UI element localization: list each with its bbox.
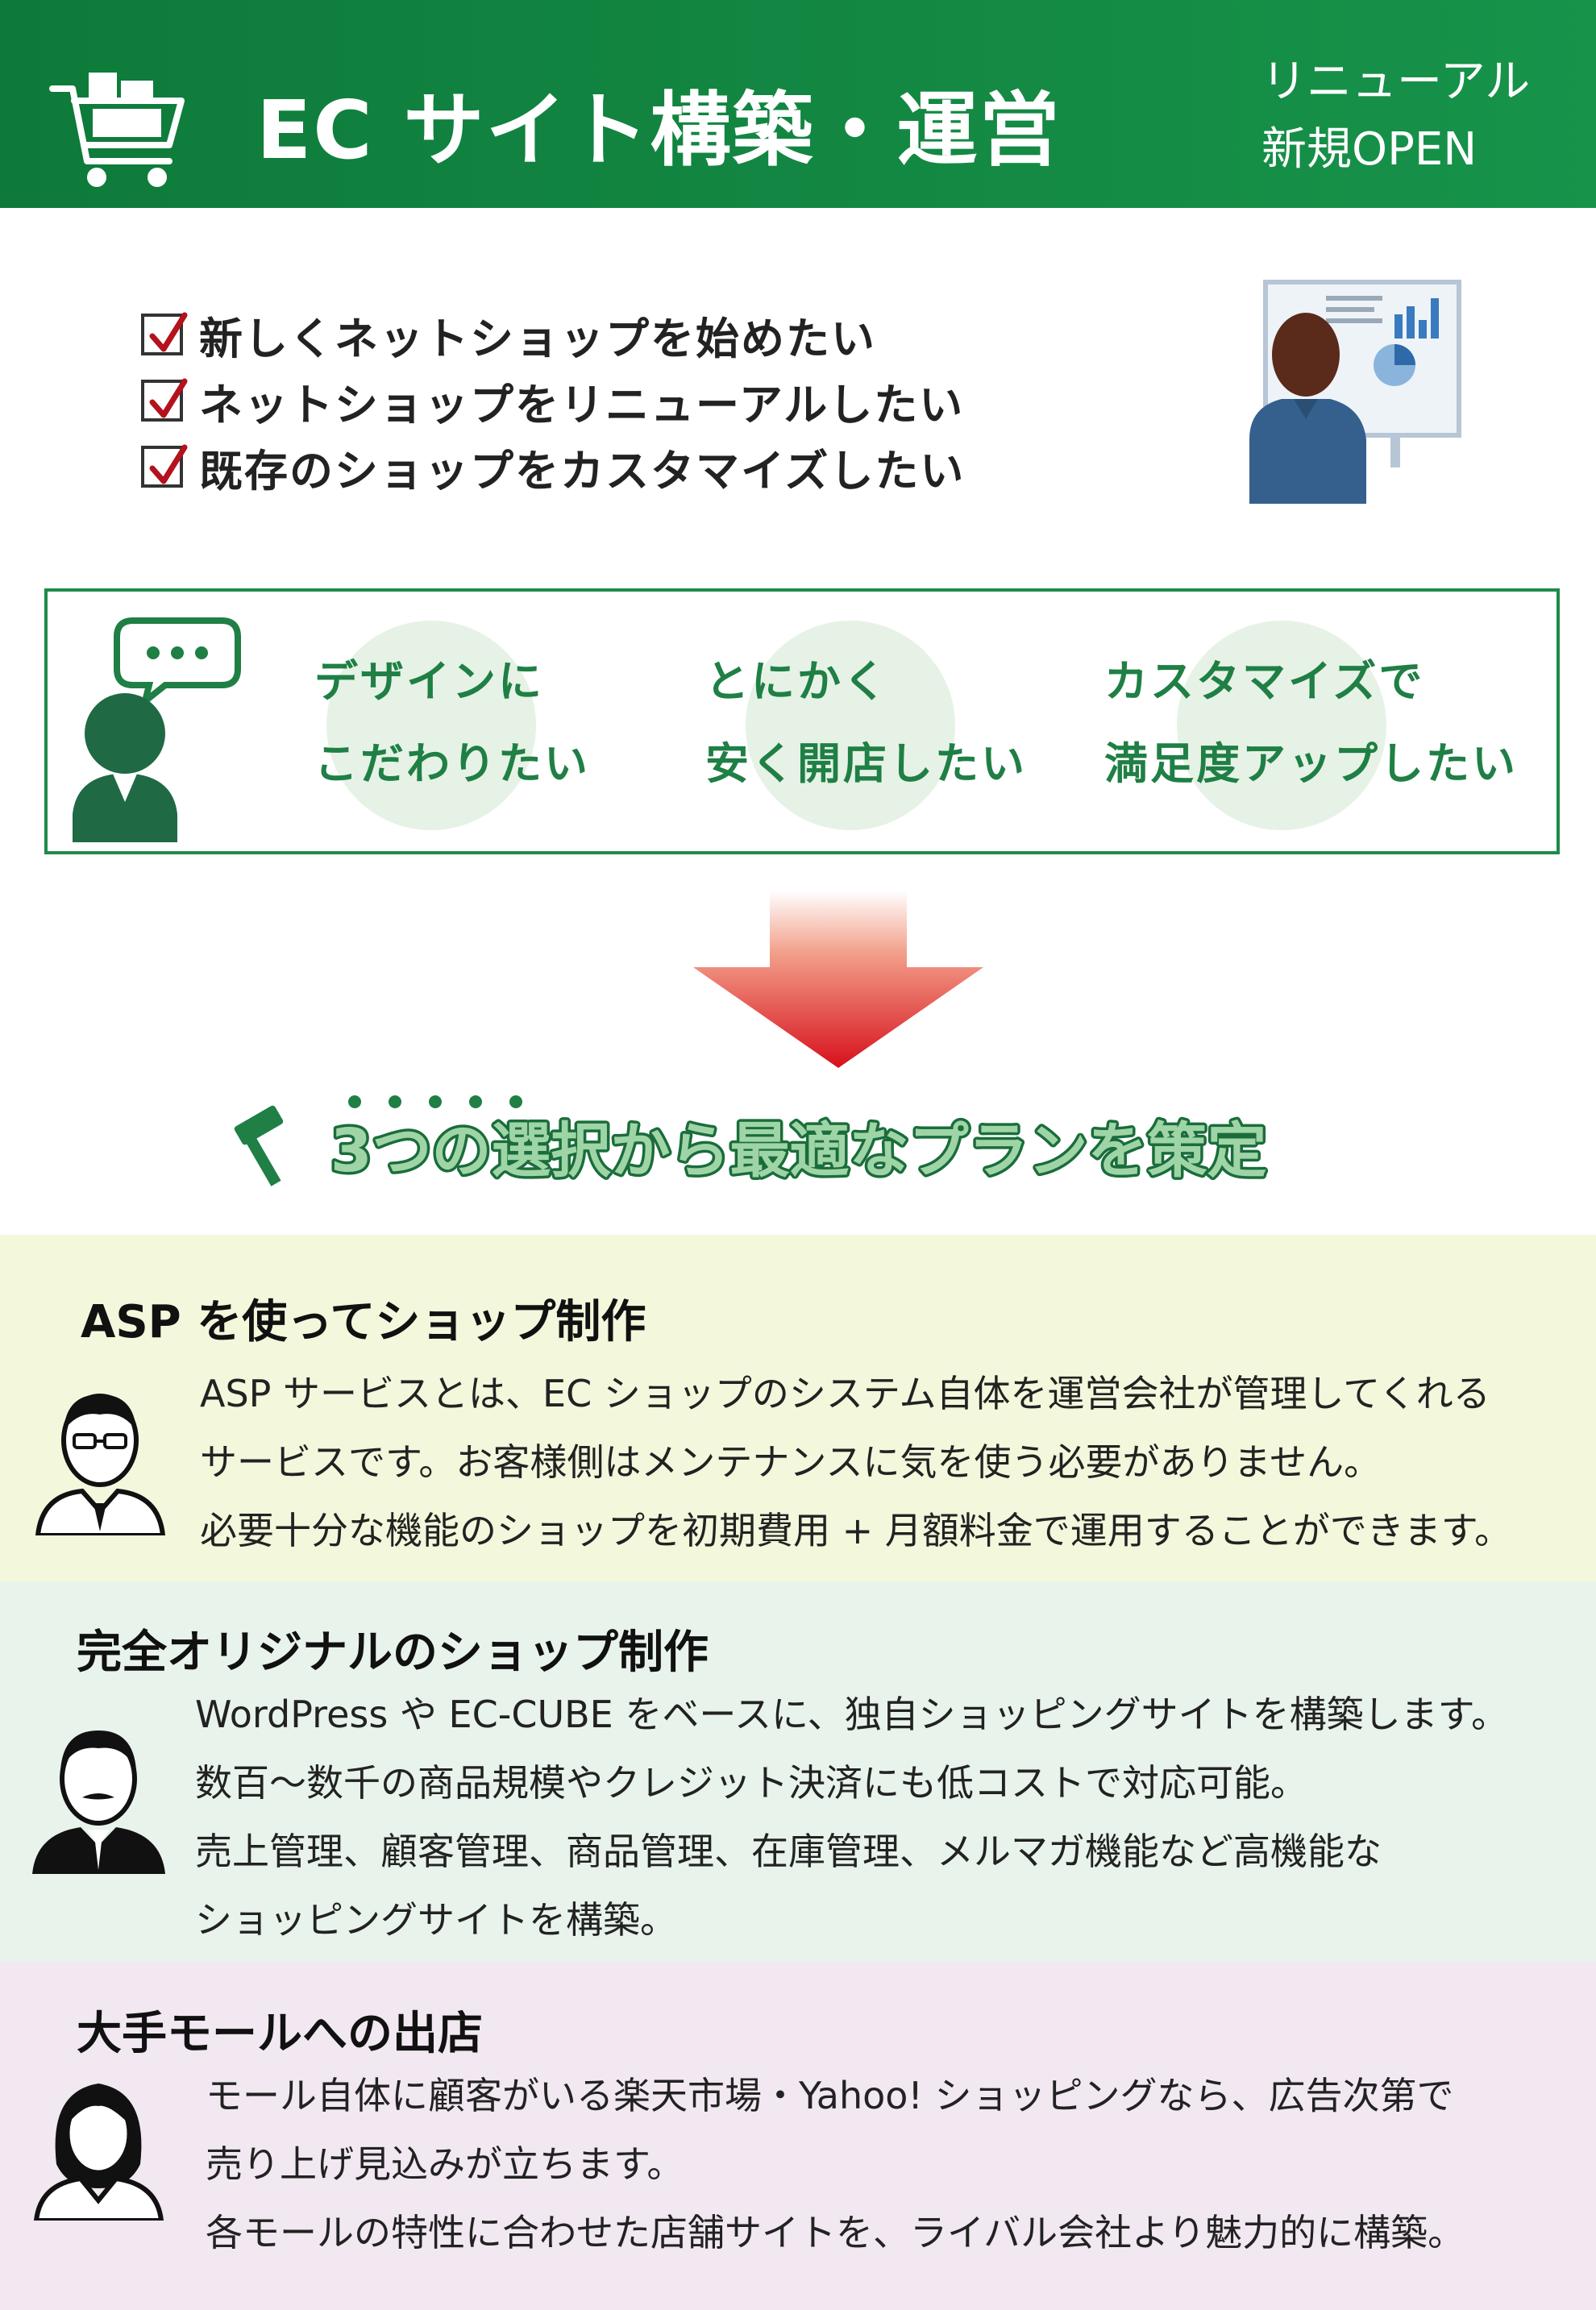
down-arrow-icon <box>693 891 983 1068</box>
plan-heading-text: 3つの選択から最適なプランを策定 <box>330 1116 1267 1186</box>
wish-line: カスタマイズで <box>1104 656 1425 707</box>
thinking-person-icon <box>73 617 241 842</box>
wish-line: 満足度アップしたい <box>1104 738 1518 789</box>
wish-customize: カスタマイズで 満足度アップしたい <box>1104 641 1518 805</box>
wish-line: こだわりたい <box>314 738 590 789</box>
tagline-new-open: 新規OPEN <box>1261 123 1478 176</box>
body-line: 各モールの特性に合わせた店舗サイトを、ライバル会社より魅力的に構築。 <box>206 2211 1465 2254</box>
header-banner <box>0 0 1596 208</box>
header-tagline: リニューアル 新規OPEN <box>1261 48 1530 184</box>
wish-line: デザインに <box>314 656 544 707</box>
plan-original-body: WordPress や EC-CUBE をベースに、独自ショッピングサイトを構築… <box>195 1681 1508 1955</box>
person-glasses-avatar-icon <box>35 1394 166 1535</box>
checklist-text: 既存のショップをカスタマイズしたい <box>199 445 966 496</box>
body-line: モール自体に顧客がいる楽天市場・Yahoo! ショッピングなら、広告次第で <box>206 2074 1454 2117</box>
body-line: ASP サービスとは、EC ショップのシステム自体を運営会社が管理してくれる <box>200 1372 1490 1415</box>
body-line: 売上管理、顧客管理、商品管理、在庫管理、メルマガ機能など高機能な <box>195 1830 1382 1873</box>
woman-avatar-icon <box>33 2084 164 2221</box>
body-line: 売り上げ見込みが立ちます。 <box>206 2142 684 2186</box>
tagline-renewal: リニューアル <box>1261 56 1531 108</box>
checkbox-checked-icon <box>141 378 188 422</box>
plan-asp-section <box>0 1235 1596 1581</box>
checklist-text: ネットショップをリニューアルしたい <box>199 379 965 430</box>
plan-asp-body: ASP サービスとは、EC ショップのシステム自体を運営会社が管理してくれる サ… <box>200 1360 1511 1565</box>
checkbox-checked-icon <box>141 444 188 488</box>
checklist-item: ネットショップをリニューアルしたい <box>141 372 964 430</box>
hammer-icon <box>234 1105 284 1186</box>
body-line: ショッピングサイトを構築。 <box>195 1898 677 1942</box>
checkbox-checked-icon <box>141 312 188 355</box>
page-title: EC サイト構築・運営 <box>256 83 1062 177</box>
plan-asp-title: ASP を使ってショップ制作 <box>81 1296 646 1348</box>
plan-mall-title: 大手モールへの出店 <box>77 2008 483 2060</box>
body-line: サービスです。お客様側はメンテナンスに気を使う必要がありません。 <box>200 1440 1382 1484</box>
wish-highlight-circle <box>326 621 536 830</box>
wishes-box <box>44 588 1560 854</box>
wish-highlight-circle <box>746 621 955 830</box>
checklist-text: 新しくネットショップを始めたい <box>199 313 876 364</box>
plan-heading: 3つの選択から最適なプランを策定 <box>234 1095 1270 1189</box>
wish-highlight-circle <box>1177 621 1386 830</box>
plan-mall-body: モール自体に顧客がいる楽天市場・Yahoo! ショッピングなら、広告次第で 売り… <box>206 2062 1465 2267</box>
body-line: 必要十分な機能のショップを初期費用 + 月額料金で運用することができます。 <box>200 1509 1512 1552</box>
wish-design: デザインに こだわりたい <box>314 641 590 805</box>
man-mustache-avatar-icon <box>32 1730 165 1874</box>
body-line: 数百〜数千の商品規模やクレジット決済にも低コストで対応可能。 <box>195 1761 1307 1805</box>
plan-mall-section <box>0 1962 1596 2310</box>
wish-low-cost: とにかく 安く開店したい <box>705 641 1027 805</box>
wish-line: とにかく <box>705 656 889 707</box>
checklist-item: 新しくネットショップを始めたい <box>141 306 876 364</box>
shopping-cart-icon <box>49 73 185 187</box>
plan-original-section <box>0 1581 1596 1962</box>
presenter-with-chart-icon <box>1249 280 1461 504</box>
body-line: WordPress や EC-CUBE をベースに、独自ショッピングサイトを構築… <box>195 1693 1509 1736</box>
checklist-item: 既存のショップをカスタマイズしたい <box>141 438 965 496</box>
wish-line: 安く開店したい <box>705 738 1027 789</box>
plan-original-title: 完全オリジナルのショップ制作 <box>77 1627 709 1679</box>
